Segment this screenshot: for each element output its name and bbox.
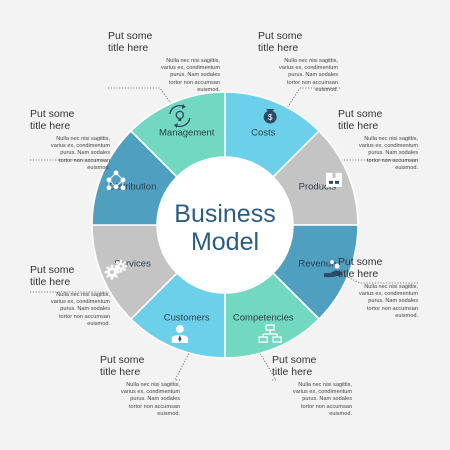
leader-line — [273, 87, 340, 129]
leader-line — [251, 339, 277, 381]
segment-distribution: Distribution — [91, 129, 179, 226]
callout-competencies: Put some title here Nulla nec nisi sagit… — [272, 354, 352, 418]
leader-line — [108, 87, 188, 127]
gears-icon — [104, 259, 128, 280]
segment-revenue-label: Revenue — [298, 258, 336, 269]
callout-title: Put some title here — [108, 30, 153, 54]
callout-products: Put some title here Nulla nec nisi sagit… — [338, 108, 418, 172]
hand-coins-icon — [324, 260, 343, 278]
segment-costs-label: Costs — [251, 128, 276, 139]
callout-body: Nulla nec nisi sagittis, varius ex, cond… — [292, 382, 352, 417]
segment-distribution-label: Distribution — [109, 182, 157, 193]
callout-body: Nulla nec nisi sagittis, varius ex, cond… — [358, 136, 418, 171]
segment-services-label: Services — [114, 258, 151, 269]
callout-costs: Put some title here Nulla nec nisi sagit… — [258, 30, 338, 94]
callout-title: Put some title here — [30, 264, 75, 288]
org-chart-icon — [258, 324, 282, 343]
center-circle — [158, 158, 292, 292]
callout-body: Nulla nec nisi sagittis, varius ex, cond… — [278, 58, 338, 93]
segment-products-label: Products — [299, 182, 337, 193]
callout-body: Nulla nec nisi sagittis, varius ex, cond… — [160, 58, 220, 93]
center-title-line1: Business — [174, 200, 275, 228]
network-icon — [106, 170, 126, 191]
lightbulb-cycle-icon — [169, 103, 191, 128]
callout-revenue: Put some title here Nulla nec nisi sagit… — [338, 256, 418, 320]
person-icon — [171, 325, 188, 344]
callout-title: Put some title here — [338, 108, 383, 132]
segment-management: Management — [129, 91, 226, 179]
segment-products: Products — [271, 129, 359, 226]
callout-title: Put some title here — [338, 256, 383, 280]
segment-management-label: Management — [159, 128, 215, 139]
callout-body: Nulla nec nisi sagittis, varius ex, cond… — [50, 136, 110, 171]
callout-management: Put some title here Nulla nec nisi sagit… — [108, 30, 220, 94]
callout-body: Nulla nec nisi sagittis, varius ex, cond… — [50, 292, 110, 327]
box-icon — [326, 172, 343, 187]
callout-title: Put some title here — [30, 108, 75, 132]
callout-title: Put some title here — [258, 30, 303, 54]
callout-body: Nulla nec nisi sagittis, varius ex, cond… — [120, 382, 180, 417]
center-title-line2: Model — [191, 228, 259, 256]
money-bag-icon: $ — [263, 108, 277, 124]
callout-title: Put some title here — [272, 354, 317, 378]
callout-services: Put some title here Nulla nec nisi sagit… — [30, 264, 110, 328]
segment-customers-label: Customers — [164, 312, 210, 323]
segment-competencies-label: Competencies — [233, 312, 294, 323]
callout-customers: Put some title here Nulla nec nisi sagit… — [100, 354, 180, 418]
segment-management-wedge — [129, 91, 226, 179]
svg-text:$: $ — [268, 113, 273, 122]
callout-distribution: Put some title here Nulla nec nisi sagit… — [30, 108, 110, 172]
callout-title: Put some title here — [100, 354, 145, 378]
callout-body: Nulla nec nisi sagittis, varius ex, cond… — [358, 284, 418, 319]
